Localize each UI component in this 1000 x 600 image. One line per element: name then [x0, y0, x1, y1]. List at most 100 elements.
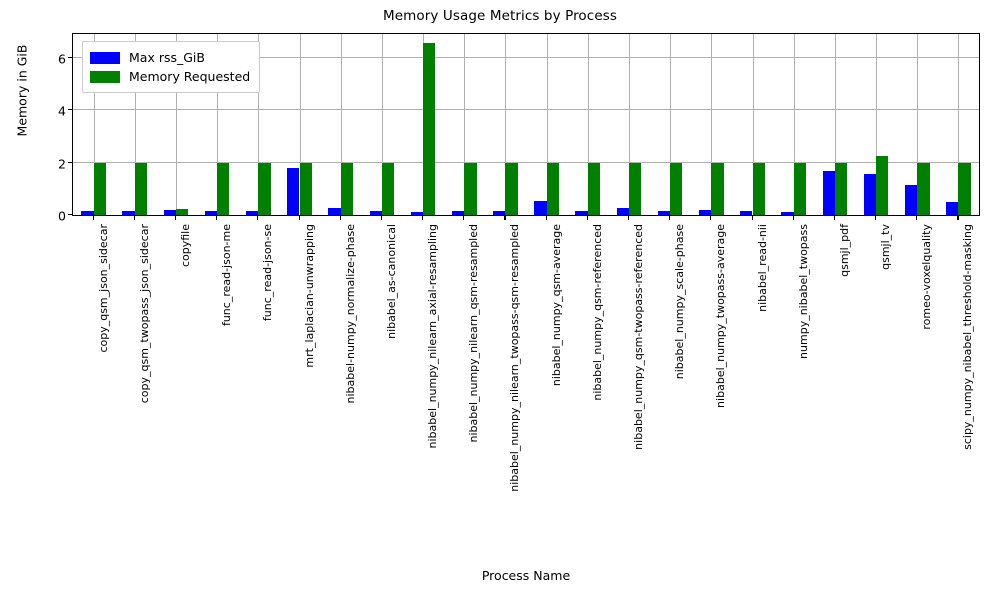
x-tick-mark	[339, 216, 341, 220]
y-tick-mark	[68, 214, 72, 216]
x-tick-mark	[627, 216, 630, 220]
bar	[505, 162, 518, 215]
bar	[546, 162, 559, 215]
plot-area	[72, 33, 980, 216]
gridline-vertical	[793, 34, 795, 215]
bar	[917, 162, 930, 215]
bar	[122, 211, 135, 215]
x-tick-label: nibabel_as-canonical	[384, 224, 398, 339]
x-tick-label: nibabel_numpy_twopass-average	[714, 224, 728, 408]
gridline-vertical	[752, 34, 754, 215]
bar	[93, 162, 106, 215]
gridline-vertical	[258, 34, 260, 215]
bar	[175, 208, 189, 215]
gridline-vertical	[217, 34, 219, 215]
bar	[287, 168, 300, 215]
gridline-vertical	[464, 34, 466, 215]
bar	[587, 162, 601, 215]
bar	[451, 211, 465, 215]
bar	[904, 185, 918, 215]
gridline-vertical	[917, 34, 919, 215]
bar	[81, 211, 94, 215]
x-tick-label: nibabel_numpy_nilearn_axial-resampling	[426, 224, 440, 449]
x-tick-mark	[875, 216, 877, 220]
gridline-vertical	[299, 34, 301, 215]
x-tick-label: nibabel_numpy_nilearn_twopass-qsm-resamp…	[508, 224, 522, 492]
bar	[258, 162, 271, 215]
gridline-vertical	[546, 34, 548, 215]
gridline-vertical	[834, 34, 836, 215]
gridline-vertical	[93, 34, 95, 215]
bar	[534, 200, 547, 215]
x-tick-mark	[751, 216, 753, 220]
x-tick-mark	[545, 216, 547, 220]
gridline-vertical	[505, 34, 507, 215]
x-tick-mark	[463, 216, 465, 220]
x-tick-label: nibabel_numpy_qsm-twopass-referenced	[631, 224, 645, 450]
x-tick-mark	[504, 216, 506, 220]
bar	[217, 162, 230, 215]
x-tick-label: copy_qsm_json_sidecar	[96, 224, 110, 353]
bars-layer	[73, 34, 979, 215]
bar	[752, 162, 765, 215]
bar	[575, 211, 588, 215]
x-tick-mark	[92, 216, 94, 220]
bar	[423, 43, 436, 215]
legend-label-rss: Max rss_GiB	[129, 50, 205, 65]
x-tick-mark	[422, 216, 424, 220]
y-tick-mark	[68, 109, 72, 111]
legend-swatch-icon-requested	[90, 70, 120, 83]
x-tick-mark	[586, 216, 588, 220]
y-tick-label: 6	[58, 51, 66, 67]
x-tick-label: nibabel_numpy_qsm-average	[549, 224, 563, 387]
x-tick-mark	[174, 216, 177, 220]
bar	[369, 211, 382, 215]
bar	[628, 162, 642, 215]
bar	[781, 211, 794, 215]
x-tick-label: romeo-voxelquality	[920, 224, 934, 330]
x-tick-mark	[380, 216, 382, 220]
x-tick-label: func_read-json-me	[220, 224, 234, 327]
x-tick-label: nibabel_numpy_scale-phase	[673, 224, 687, 380]
x-tick-label: copy_qsm_twopass_json_sidecar	[137, 224, 151, 404]
gridline-vertical	[175, 34, 177, 215]
x-tick-mark	[710, 216, 712, 220]
gridline-vertical	[711, 34, 713, 215]
x-tick-label: qsmjl_tv	[879, 224, 893, 270]
x-tick-label: nibabel-numpy_normalize-phase	[343, 224, 357, 404]
gridline-horizontal	[73, 109, 979, 111]
bar	[204, 211, 218, 215]
x-tick-mark	[833, 216, 835, 220]
legend-swatch-icon-rss	[90, 51, 120, 64]
x-tick-mark	[257, 216, 259, 220]
bar	[863, 174, 877, 215]
bar	[340, 162, 354, 215]
bar	[740, 211, 753, 215]
y-tick-mark	[68, 161, 72, 163]
gridline-vertical	[670, 34, 672, 215]
x-tick-label: mrt_laplacian-unwrapping	[302, 224, 316, 368]
gridline-vertical	[340, 34, 342, 215]
bar	[163, 210, 176, 215]
bar	[711, 162, 724, 215]
y-tick-label: 0	[58, 208, 66, 224]
bar	[134, 162, 148, 215]
gridline-vertical	[134, 34, 136, 215]
bar	[657, 211, 671, 215]
x-tick-label: func_read-json-se	[261, 224, 275, 322]
gridline-vertical	[876, 34, 878, 215]
gridline-vertical	[587, 34, 589, 215]
bar	[245, 211, 259, 215]
x-tick-label: nibabel_numpy_qsm-referenced	[590, 224, 604, 401]
y-axis-label: Memory in GiB	[14, 44, 30, 137]
x-tick-mark	[298, 216, 300, 220]
y-tick-mark	[68, 56, 72, 58]
gridline-horizontal	[73, 56, 979, 58]
gridline-vertical	[628, 34, 630, 215]
bar	[493, 211, 506, 215]
bar	[946, 201, 959, 215]
x-tick-label: nibabel_numpy_nilearn_qsm-resampled	[467, 224, 481, 443]
gridline-horizontal	[73, 161, 979, 163]
gridline-vertical	[381, 34, 383, 215]
